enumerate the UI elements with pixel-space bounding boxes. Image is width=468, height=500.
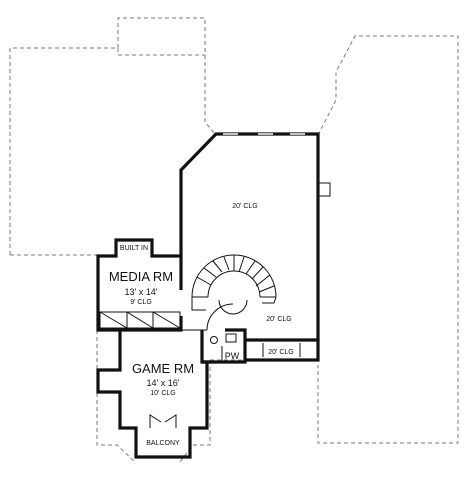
spiral-staircase xyxy=(191,254,277,315)
hall-walls xyxy=(179,132,320,340)
built-in-label: BUILT IN xyxy=(120,245,148,252)
game-room-dims: 14' x 16' xyxy=(147,378,180,388)
media-room xyxy=(96,238,183,332)
media-room-name: MEDIA RM xyxy=(109,269,173,284)
roof-outline-bottom-left xyxy=(96,330,136,463)
bridge-clg-label: 20' CLG xyxy=(268,349,293,356)
media-room-clg: 9' CLG xyxy=(130,299,152,306)
roof-outline-upper-inner xyxy=(117,48,205,56)
game-room xyxy=(96,329,209,459)
roof-outline-bottom-right xyxy=(179,360,211,463)
roof-outline-right xyxy=(317,35,459,444)
stair-clg-label: 20' CLG xyxy=(266,316,291,323)
door-swing-hall xyxy=(206,303,234,331)
game-room-name: GAME RM xyxy=(132,361,194,376)
media-room-dims: 13' x 14' xyxy=(125,287,158,297)
balcony-label: BALCONY xyxy=(146,440,180,447)
roof-outline-upper xyxy=(9,17,216,255)
upper-clg-label: 20' CLG xyxy=(232,203,257,210)
game-room-clg: 10' CLG xyxy=(150,390,175,397)
powder-and-bridge xyxy=(200,328,320,364)
chimney-box xyxy=(317,182,331,197)
powder-room-label: PW xyxy=(225,351,240,361)
